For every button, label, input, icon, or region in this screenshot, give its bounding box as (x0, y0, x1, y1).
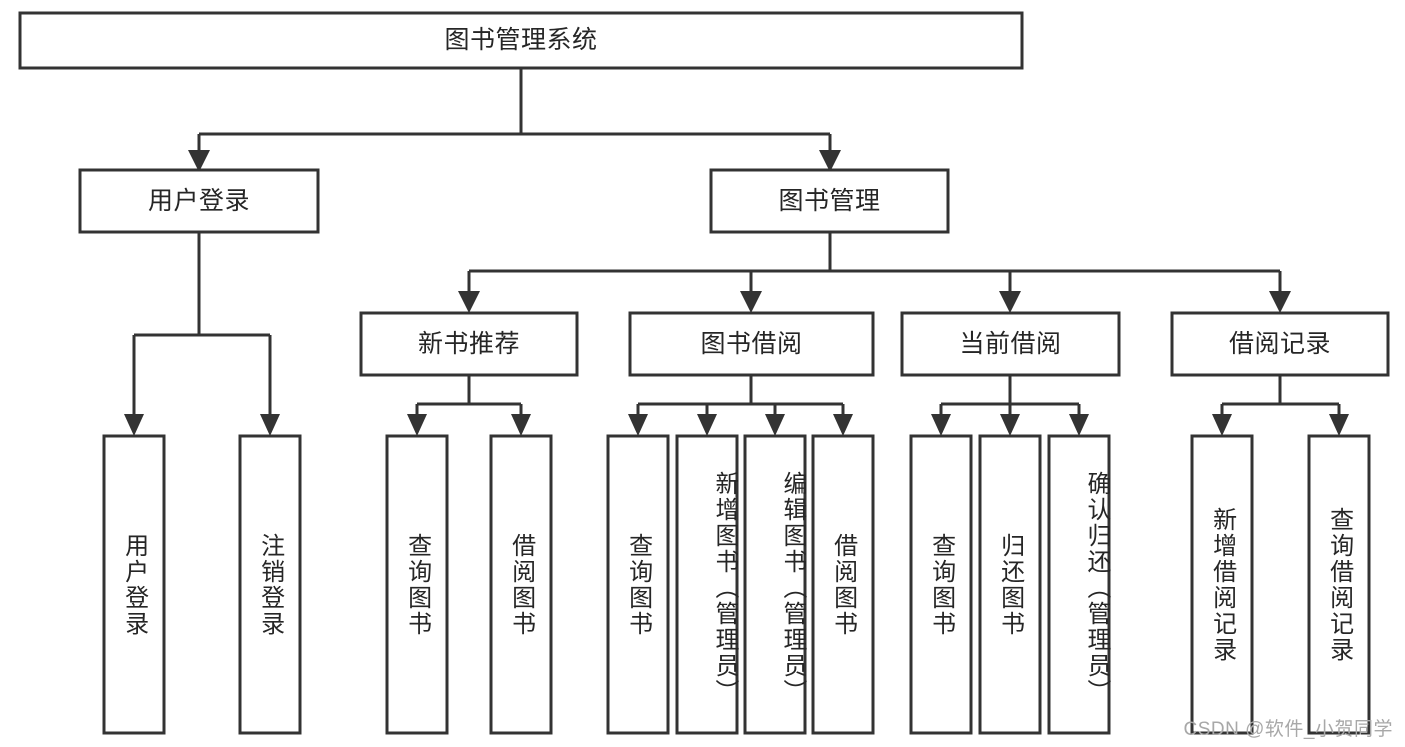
arrow-to-leaf-query-book-1 (407, 414, 427, 436)
box-leaf-query-book-2[interactable] (606, 434, 670, 735)
connectors-user-login-to-leaves (124, 232, 280, 436)
arrow-to-book-borrow (740, 291, 762, 313)
arrow-to-leaf-user-login (124, 414, 144, 436)
connectors-book-borrow-to-leaves (628, 375, 853, 436)
arrow-to-leaf-query-book-3 (931, 414, 951, 436)
box-borrow-record[interactable] (1170, 311, 1390, 377)
arrow-to-leaf-add-record (1212, 414, 1232, 436)
csdn-watermark: CSDN @软件_小贺同学 (1183, 719, 1393, 740)
box-leaf-add-book[interactable] (675, 434, 739, 735)
connectors-new-book-to-leaves (407, 375, 531, 436)
box-leaf-user-logout[interactable] (238, 434, 302, 735)
arrow-to-new-book-recommend (458, 291, 480, 313)
box-new-book-recommend[interactable] (359, 311, 579, 377)
box-leaf-query-book-1[interactable] (385, 434, 449, 735)
box-leaf-edit-book[interactable] (743, 434, 807, 735)
arrow-to-leaf-return-book (1000, 414, 1020, 436)
arrow-to-current-borrow (999, 291, 1021, 313)
arrow-to-user-login (188, 150, 210, 172)
box-leaf-query-book-3[interactable] (909, 434, 973, 735)
connectors-current-borrow-to-leaves (931, 375, 1089, 436)
box-leaf-borrow-book-1[interactable] (489, 434, 553, 735)
arrow-to-leaf-borrow-book-1 (511, 414, 531, 436)
arrow-to-leaf-confirm-return (1069, 414, 1089, 436)
connectors-book-management-to-level3 (458, 232, 1291, 313)
connectors-root-to-level2 (188, 69, 841, 172)
box-current-borrow[interactable] (900, 311, 1121, 377)
box-leaf-query-record[interactable] (1307, 434, 1371, 735)
arrow-to-book-management (819, 150, 841, 172)
arrow-to-borrow-record (1269, 291, 1291, 313)
box-user-login[interactable] (78, 168, 320, 234)
arrow-to-leaf-edit-book (765, 414, 785, 436)
box-root[interactable] (18, 11, 1024, 70)
box-leaf-confirm-return[interactable] (1047, 434, 1111, 735)
box-book-management[interactable] (709, 168, 950, 234)
connectors-borrow-record-to-leaves (1212, 375, 1349, 436)
arrow-to-leaf-query-record (1329, 414, 1349, 436)
box-leaf-add-record[interactable] (1190, 434, 1254, 735)
arrow-to-leaf-user-logout (260, 414, 280, 436)
box-leaf-user-login[interactable] (102, 434, 166, 735)
arrow-to-leaf-borrow-book-2 (833, 414, 853, 436)
arrow-to-leaf-add-book (697, 414, 717, 436)
box-book-borrow[interactable] (628, 311, 875, 377)
box-leaf-return-book[interactable] (978, 434, 1042, 735)
arrow-to-leaf-query-book-2 (628, 414, 648, 436)
box-leaf-borrow-book-2[interactable] (811, 434, 875, 735)
